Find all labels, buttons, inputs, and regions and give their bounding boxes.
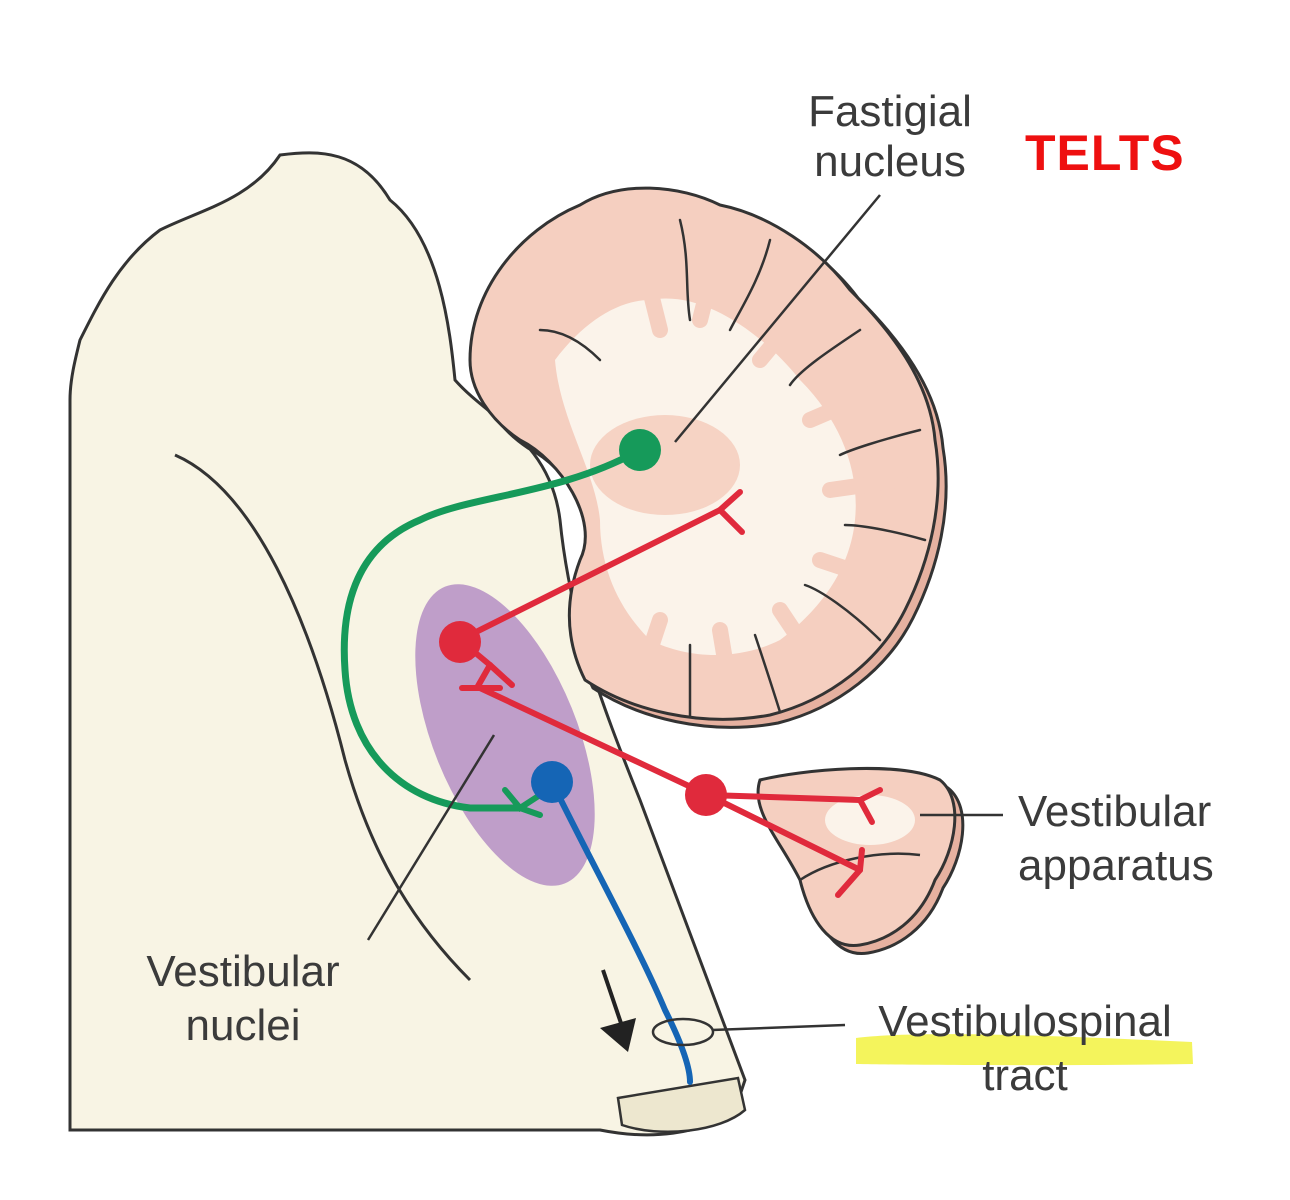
vestibulospinal-neuron: [531, 761, 573, 803]
vestibular-nuclei-label: Vestibular nuclei: [118, 950, 368, 1048]
vestibular-apparatus-line2: apparatus: [1018, 844, 1214, 888]
fastigial-nucleus-label: Fastigial nucleus: [772, 90, 1008, 184]
vestibulospinal-tract-line1: Vestibulospinal: [845, 1000, 1205, 1044]
vestibular-nuclei-line1: Vestibular: [118, 950, 368, 994]
fastigial-neuron: [619, 429, 661, 471]
fastigial-label-line2: nucleus: [772, 140, 1008, 184]
vestibulospinal-tract-line2: tract: [845, 1054, 1205, 1098]
fastigial-label-line1: Fastigial: [772, 90, 1008, 134]
vestibular-apparatus-line1: Vestibular: [1018, 790, 1214, 834]
vestibular-nuclei-line2: nuclei: [118, 1004, 368, 1048]
telts-label: TELTS: [1025, 124, 1185, 182]
vestibular-apparatus-label: Vestibular apparatus: [1018, 790, 1214, 888]
vestibulospinal-tract-label: Vestibulospinal tract: [845, 1000, 1205, 1098]
vestibular-ganglion-neuron: [685, 774, 727, 816]
vestibular-nucleus-neuron: [439, 621, 481, 663]
